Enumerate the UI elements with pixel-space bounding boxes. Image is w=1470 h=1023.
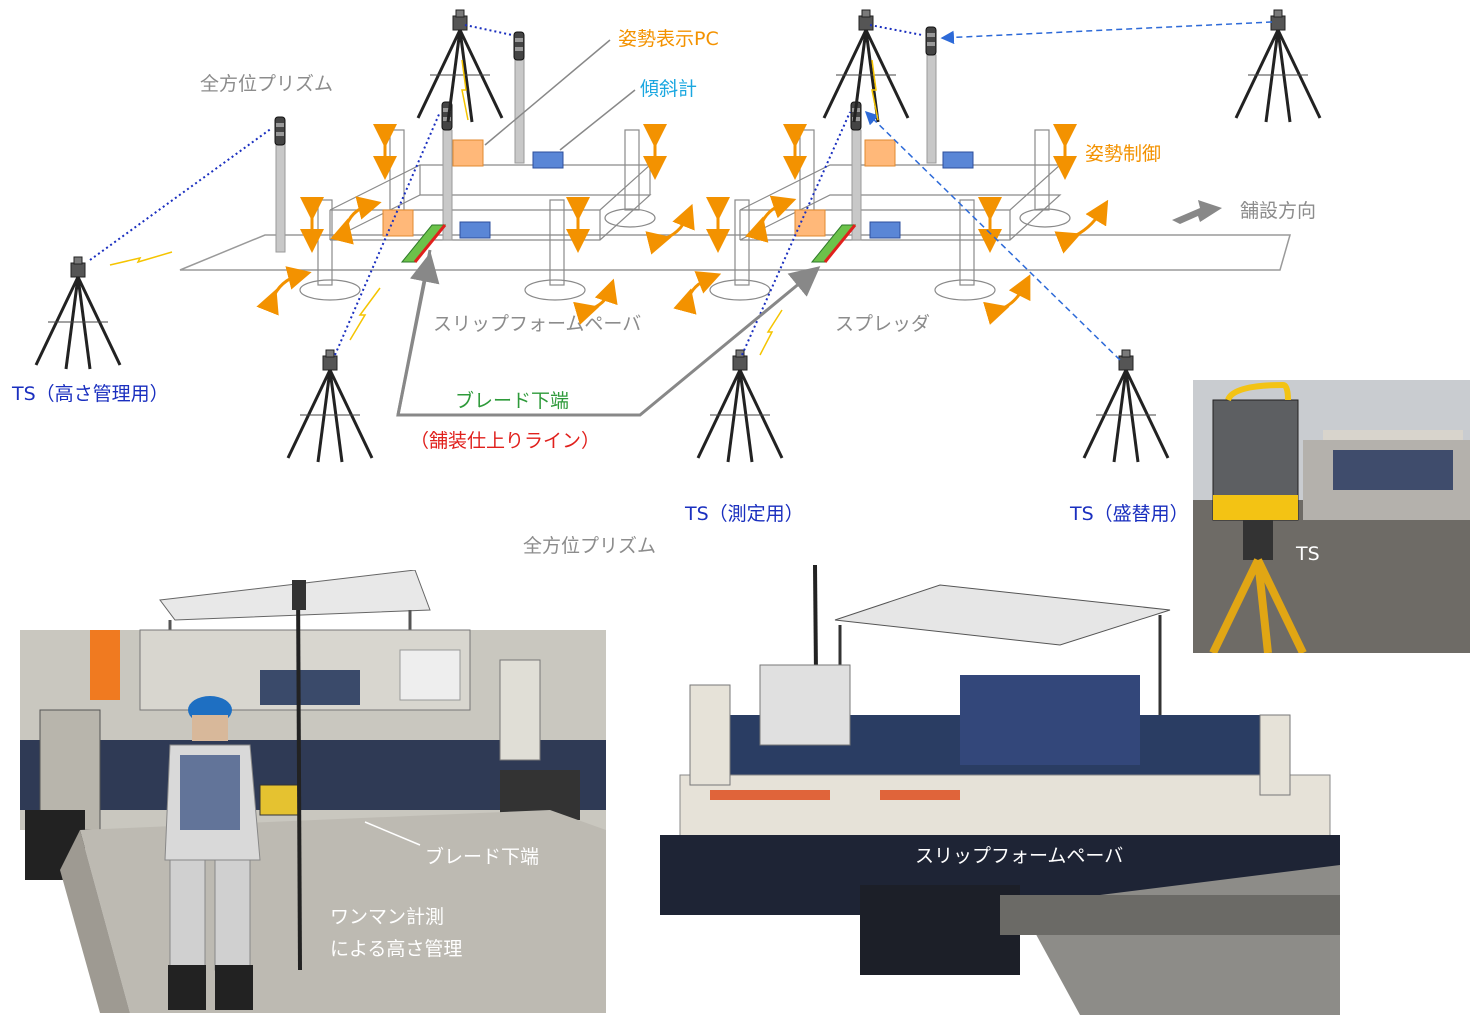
spreader-label: スプレッダ [835, 313, 931, 335]
total-station-icon [416, 8, 504, 124]
total-station-icon [1234, 8, 1322, 124]
ts-relocation-label: TS（盛替用） [1070, 503, 1189, 525]
attitude-control-label: 姿勢制御 [1085, 143, 1162, 165]
photo-blade-bottom-label: ブレード下端 [425, 846, 540, 868]
one-man-label-2: による高さ管理 [330, 938, 463, 960]
attitude-pc-boxes [382, 139, 896, 237]
inclinometer-label: 傾斜計 [640, 78, 698, 100]
total-station-icon [34, 255, 122, 371]
prism-label-2: 全方位プリズム [523, 535, 657, 557]
total-station-icon [822, 8, 910, 124]
direction-arrow-icon [1172, 200, 1222, 224]
prism-poles [275, 54, 937, 253]
measurement-lines [89, 24, 923, 356]
prism-icon [925, 26, 937, 56]
ts-measure-label: TS（測定用） [685, 503, 804, 525]
ts-height-label: TS（高さ管理用） [12, 383, 169, 405]
one-man-label-1: ワンマン計測 [330, 906, 445, 928]
slipform-paver-label: スリップフォームペーバ [433, 313, 642, 335]
photo-height-management: ブレード下端 ワンマン計測 による高さ管理 [20, 570, 606, 1013]
photo-paver-label: スリップフォームペーバ [915, 845, 1124, 867]
prism-label: 全方位プリズム [200, 73, 334, 95]
blade-bottom-label: ブレード下端 [455, 390, 570, 412]
attitude-pc-label: 姿勢表示PC [618, 28, 719, 50]
total-station-icon [1082, 348, 1170, 464]
steering-arrows [256, 195, 1109, 325]
finish-line-label: （舗装仕上りライン） [410, 430, 601, 452]
photo-ts-label: TS [1296, 543, 1320, 565]
prism-icon [513, 31, 525, 61]
inclinometer-boxes [459, 151, 974, 239]
total-station-icon [696, 348, 784, 464]
blade-leader [396, 249, 821, 417]
prism-icon [274, 116, 286, 146]
photo-total-station: TS [1193, 380, 1470, 653]
paving-direction-label: 舗設方向 [1240, 200, 1317, 222]
total-station-icon [286, 348, 374, 464]
system-diagram [34, 8, 1322, 464]
